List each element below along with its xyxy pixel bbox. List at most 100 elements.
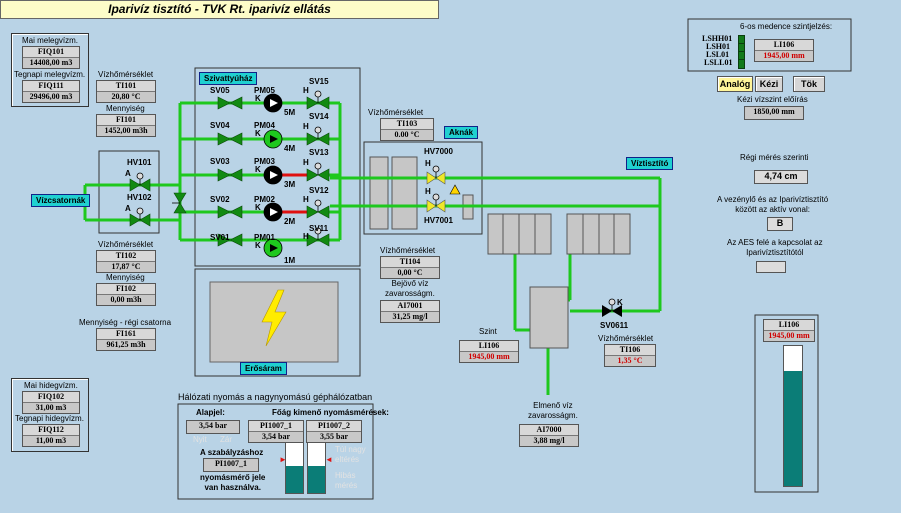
tank-level-fill [784,371,802,486]
menny2-label: Mennyiség [106,273,145,282]
aes-indicator [756,261,786,273]
pm03-size: 3M [284,180,296,189]
lsl01-label: LSL01 [706,50,730,59]
mai-meleg-label: Mai melegvízm. [22,36,79,45]
hv7000-label[interactable]: HV7000 [424,147,453,156]
pm03-k: K [255,165,261,174]
szivattyuhaz-label: Szivattyúház [199,72,258,85]
vezenyl-display: B [767,217,793,231]
sv12-h: H [303,195,309,204]
tok-button[interactable]: Tök [793,76,825,92]
fiq111-display: FIQ111 29496,00 m3 [22,80,80,103]
hv7000-h: H [425,159,431,168]
pm01-label[interactable]: PM01 [254,233,275,242]
pm01-size: 1M [284,256,296,265]
sv03-label[interactable]: SV03 [210,157,230,166]
pm01-k: K [255,241,261,250]
vizho4-label: Vízhőmérséklet [380,246,436,255]
li106-display: LI106 1945,00 mm [459,340,519,363]
sv01-label[interactable]: SV01 [210,233,230,242]
ti106-display: TI106 1,35 °C [604,344,656,367]
lsll01-label: LSLL01 [704,58,733,67]
kezi-label: Kézi vízszint előírás [737,95,808,104]
pm02-label[interactable]: PM02 [254,195,275,204]
fiq102-display: FIQ102 31,00 m3 [22,391,80,414]
mai-hideg-label: Mai hidegvízm. [24,381,78,390]
tegnapi-meleg-label: Tegnapi melegvízm. [14,70,86,79]
menny1-label: Mennyiség [106,104,145,113]
pressure-bar-1 [285,442,304,494]
ti101-display: TI101 20,80 °C [96,80,156,103]
vizho1-label: Vízhőmérséklet [98,70,154,79]
hv101-a-label: A [125,169,131,178]
ai7001-display: AI7001 31,25 mg/l [380,300,440,323]
pi1007-2-display: PI1007_2 3,55 bar [306,420,362,443]
kezi-button[interactable]: Kézi [755,76,783,92]
bar2-marker-icon: ◄ [325,455,333,464]
nyomas-label: nyomásmérő jele van használva. [200,473,266,492]
hv102-label: HV102 [127,193,152,202]
vizho3-label: Vízhőmérséklet [368,108,424,117]
sv13-h: H [303,158,309,167]
vizho2-label: Vízhőmérséklet [98,240,154,249]
fiq101-display: FIQ101 14408,00 m3 [22,46,80,69]
erosaram-label[interactable]: Erősáram [240,362,287,375]
pm05-size: 5M [284,108,296,117]
viztisztito-label[interactable]: Víztisztító [626,157,674,170]
sv04-label[interactable]: SV04 [210,121,230,130]
pm03-label[interactable]: PM03 [254,157,275,166]
medence-label: 6-os medence szintjelzés: [740,22,833,31]
sv11-label[interactable]: SV11 [309,224,329,233]
kezi-input[interactable]: 1850,00 mm [744,106,804,120]
sv0611-label[interactable]: SV0611 [600,321,629,330]
pressure-bar-2 [307,442,326,494]
warm-water-panel [11,33,89,107]
vizho5-label: Vízhőmérséklet [598,334,654,343]
tank-level-bar [783,345,803,487]
fog-label: Főág kimenő nyomásmérések: [272,408,389,417]
alapjel-input[interactable]: 3,54 bar [186,420,240,434]
pi-select[interactable]: PI1007_1 [203,458,259,472]
vizcsatornak-label: Vízcsatornák [31,194,91,207]
sv13-label[interactable]: SV13 [309,148,329,157]
pm02-k: K [255,203,261,212]
fi101-display: FI101 1452,00 m3h [96,114,156,137]
sv14-label[interactable]: SV14 [309,112,329,121]
aknak-label[interactable]: Aknák [444,126,479,139]
pressure-bar-2-fill [308,465,325,493]
tegnapi-hideg-label: Tegnapi hidegvízm. [15,414,84,423]
hv102-a-label: A [125,204,131,213]
bar1-marker-icon: ► [279,455,287,464]
page-title: Iparivíz tisztító - TVK Rt. iparivíz ell… [0,0,439,19]
lsll01-indicator [738,59,745,69]
regi-display: 4,74 cm [754,170,808,184]
warning-icon [449,184,461,195]
pm05-label[interactable]: PM05 [254,86,275,95]
szab-label: A szabályzáshoz [200,448,264,457]
sv14-h: H [303,122,309,131]
szint-label: Szint [479,327,497,336]
analog-button[interactable]: Analóg [717,76,753,92]
ti104-display: TI104 0,00 °C [380,256,440,279]
aes-label: Az AES felé a kapcsolat az Iparivíztiszt… [727,238,823,257]
sv15-label[interactable]: SV15 [309,77,329,86]
ti103-display: TI103 0.00 °C [380,118,434,141]
pi1007-1-display: PI1007_1 3,54 bar [248,420,304,443]
pm05-k: K [255,94,261,103]
pm04-label[interactable]: PM04 [254,121,275,130]
bejovo-label: Bejövő víz zavarosságm. [385,279,435,298]
hv7001-label[interactable]: HV7001 [424,216,453,225]
zar-label: Zár [220,435,232,444]
pressure-bar-1-fill [286,465,303,493]
sv05-label[interactable]: SV05 [210,86,230,95]
fi102-display: FI102 0,00 m3h [96,283,156,306]
ai7000-display: AI7000 3,88 mg/l [519,424,579,447]
menny-regi-label: Mennyiség - régi csatorna [79,318,172,327]
pm02-size: 2M [284,217,296,226]
sv12-label[interactable]: SV12 [309,186,329,195]
lsh01-label: LSH01 [706,42,731,51]
sv15-h: H [303,86,309,95]
sv02-label[interactable]: SV02 [210,195,230,204]
lightning-icon [261,289,287,347]
